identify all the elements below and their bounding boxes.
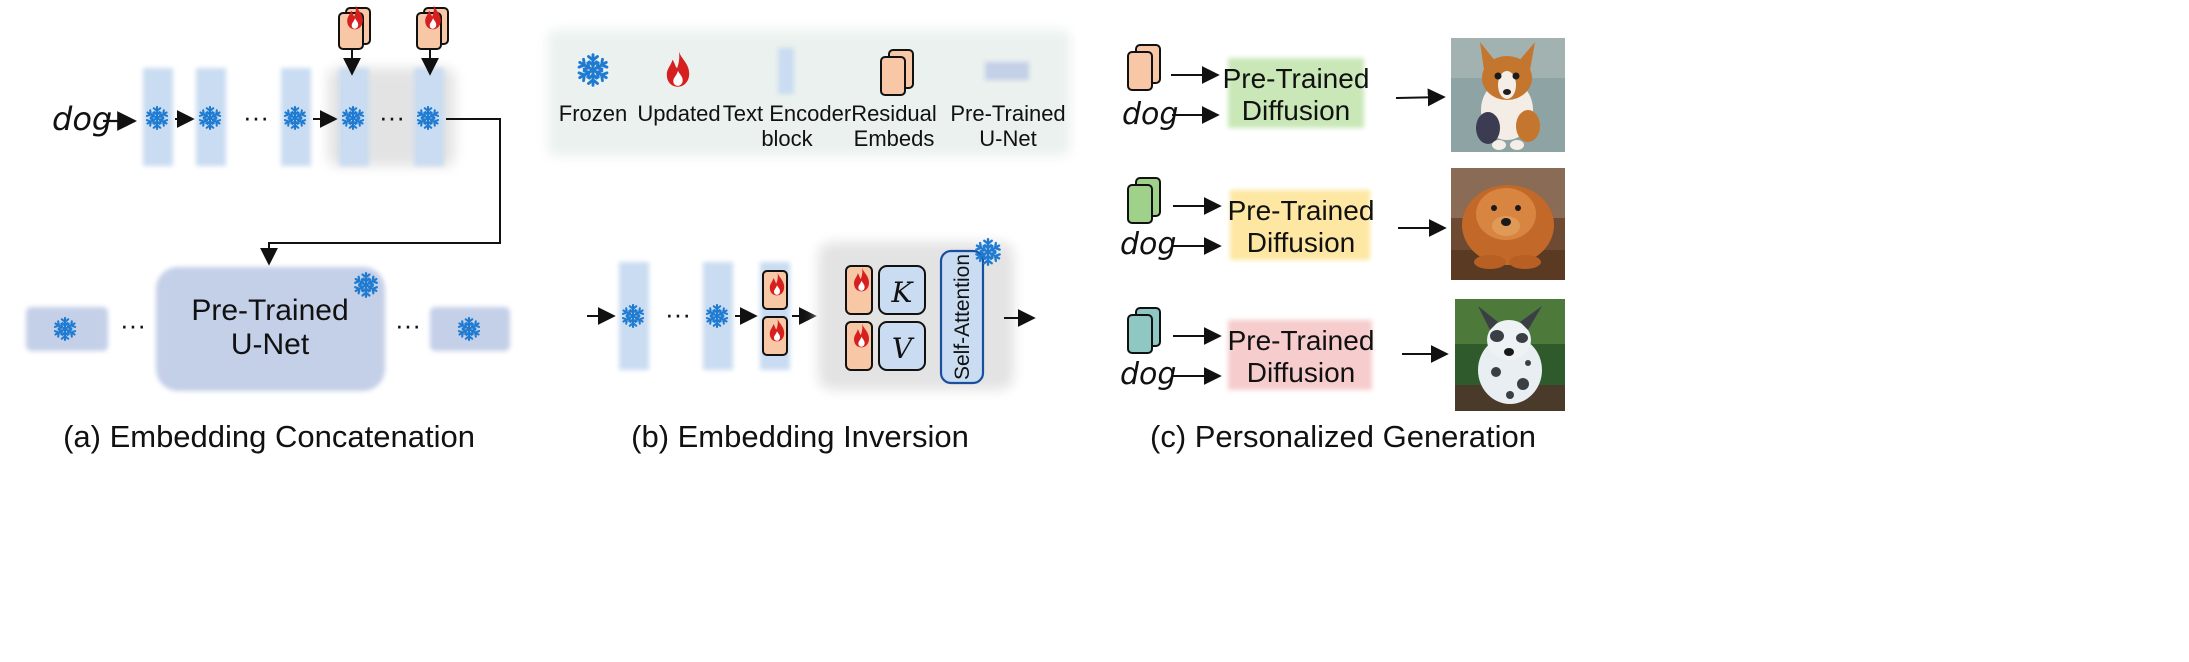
ellipsis: ···	[379, 102, 405, 132]
residual-embed-2	[416, 4, 449, 50]
encoder-to-unet-arrow	[260, 118, 501, 266]
residual-embed-key	[762, 270, 788, 310]
diffusion-box-row2	[1230, 190, 1370, 260]
row3-box-line2: Diffusion	[1247, 357, 1355, 388]
residual-embed-value	[762, 316, 788, 356]
input-word-dog: dog	[52, 100, 112, 138]
key-matrix-box	[878, 265, 926, 315]
legend-unet-icon	[985, 62, 1029, 80]
diffusion-box-row3	[1228, 320, 1372, 390]
key-symbol: K	[891, 276, 915, 309]
legend-label-updated: Updated	[637, 101, 720, 126]
panel-a: dog ··· ···	[26, 4, 510, 454]
ellipsis: ···	[395, 310, 421, 340]
row3-word: dog	[1120, 357, 1176, 392]
row1-box-line2: Diffusion	[1242, 95, 1350, 126]
row1-box-line1: Pre-Trained	[1223, 63, 1370, 94]
unet-label-line2: U-Net	[231, 328, 310, 361]
row2-box-line1: Pre-Trained	[1228, 195, 1375, 226]
unet-main-block	[156, 267, 385, 391]
ellipsis: ···	[243, 102, 269, 132]
legend-label-unet-2: U-Net	[979, 126, 1036, 151]
value-matrix-box	[878, 321, 926, 371]
diffusion-box-row1	[1228, 58, 1364, 128]
embed-icon-row3	[1127, 307, 1161, 354]
unet-label-line1: Pre-Trained	[191, 294, 348, 327]
row1-word: dog	[1122, 97, 1178, 132]
row2-box-line2: Diffusion	[1247, 227, 1355, 258]
corgi-puppy-image	[1451, 38, 1565, 152]
attention-key-residual	[845, 265, 873, 315]
legend-box	[548, 30, 1070, 156]
caption-c: (c) Personalized Generation	[1150, 419, 1536, 454]
self-attention-label: Self-Attention	[951, 254, 974, 380]
legend-label-residual-2: Embeds	[854, 126, 935, 151]
row2-word: dog	[1120, 227, 1176, 262]
embed-icon-row1	[1127, 44, 1161, 91]
embed-icon-row2	[1127, 177, 1161, 224]
self-attention-box	[939, 249, 985, 385]
panel-c: dog Pre-Trained Diffusion	[1120, 38, 1565, 454]
legend-label-unet-1: Pre-Trained	[950, 101, 1065, 126]
panel-b: Frozen Updated Text Encoder block Residu…	[548, 30, 1070, 454]
arrow	[1395, 88, 1446, 107]
ellipsis: ···	[665, 299, 691, 329]
chow-chow-image	[1451, 168, 1565, 280]
legend-label-residual-1: Residual	[851, 101, 937, 126]
caption-a: (a) Embedding Concatenation	[63, 419, 475, 454]
ellipsis: ···	[120, 310, 146, 340]
legend-residual-embeds-icon	[880, 49, 914, 96]
caption-b: (b) Embedding Inversion	[631, 419, 969, 454]
merle-dog-image	[1455, 299, 1565, 411]
value-symbol: V	[892, 332, 915, 365]
attention-value-residual	[845, 321, 873, 371]
legend-text-encoder-block-icon	[778, 48, 794, 94]
legend-label-text-encoder-1: Text Encoder	[723, 101, 851, 126]
legend-label-frozen: Frozen	[559, 101, 627, 126]
row3-box-line1: Pre-Trained	[1228, 325, 1375, 356]
legend-label-text-encoder-2: block	[761, 126, 813, 151]
residual-embed-1	[338, 4, 371, 50]
